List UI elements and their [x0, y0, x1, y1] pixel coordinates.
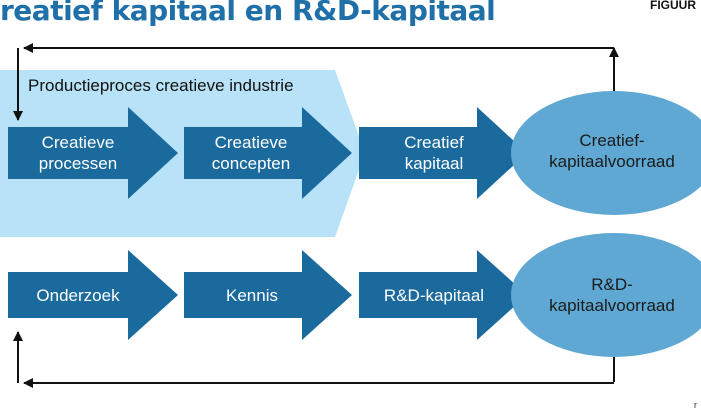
creative-capital-stock-label-line2: kapitaalvoorraad [549, 152, 675, 171]
rd-capital-arrow: R&D-kapitaal [359, 250, 527, 340]
creative-capital-stock-ellipse: Creatief- kapitaalvoorraad [511, 91, 701, 215]
creative-processes-label-line2: processen [39, 154, 117, 173]
research-arrow: Onderzoek [8, 250, 178, 340]
creative-concepts-label-line1: Creatieve [215, 133, 288, 152]
rd-feedback-connector [13, 331, 615, 388]
creative-processes-label-line1: Creatieve [42, 133, 115, 152]
creative-capital-label-line2: kapitaal [405, 154, 464, 173]
production-process-label: Productieproces creatieve industrie [28, 76, 294, 95]
creative-capital-arrow: Creatief kapitaal [359, 107, 527, 199]
rd-capital-stock-label-line2: kapitaalvoorraad [549, 296, 675, 315]
knowledge-arrow: Kennis [184, 250, 352, 340]
creative-processes-arrow: Creatieve processen [8, 107, 178, 199]
creative-concepts-arrow: Creatieve concepten [184, 107, 352, 199]
corner-mark: r [694, 400, 697, 410]
rd-capital-stock-label-line1: R&D- [591, 275, 633, 294]
research-label: Onderzoek [36, 286, 120, 305]
production-process-region [0, 70, 365, 237]
rd-capital-label: R&D-kapitaal [384, 286, 484, 305]
rd-capital-stock-ellipse: R&D- kapitaalvoorraad [511, 233, 701, 357]
diagram-title: reatief kapitaal en R&D-kapitaal [0, 0, 496, 27]
creative-concepts-label-line2: concepten [212, 154, 290, 173]
knowledge-label: Kennis [226, 286, 278, 305]
creative-capital-stock-label-line1: Creatief- [579, 131, 644, 150]
figure-label: FIGUUR [650, 0, 696, 12]
creative-capital-label-line1: Creatief [404, 133, 464, 152]
